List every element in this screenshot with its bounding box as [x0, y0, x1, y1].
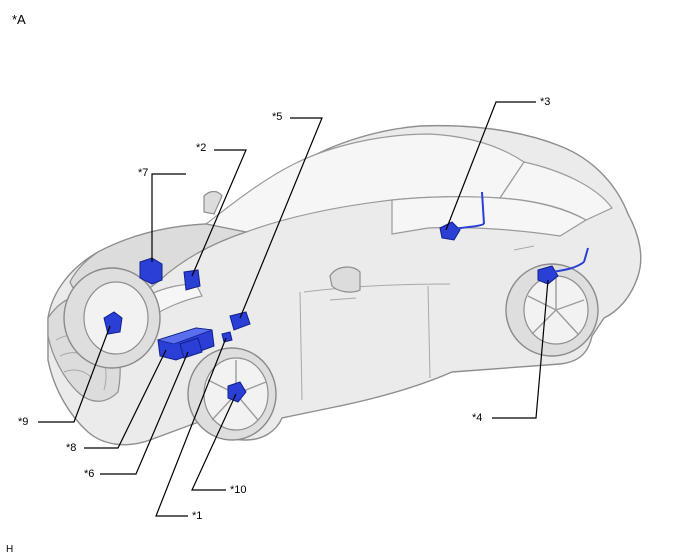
component-4 [537, 265, 559, 285]
callout-label-8: *8 [66, 442, 76, 454]
component-7 [139, 257, 163, 285]
callout-label-7: *7 [138, 167, 148, 179]
footer-mark: H [6, 544, 13, 555]
component-6 [179, 337, 203, 359]
callout-label-1: *1 [192, 510, 202, 522]
component-10 [227, 381, 247, 403]
leader-lines [38, 101, 549, 517]
door-lines [299, 283, 451, 401]
view-label: *A [12, 12, 26, 27]
component-1 [221, 331, 233, 343]
callout-label-3: *3 [540, 96, 550, 108]
callout-label-2: *2 [196, 142, 206, 154]
component-5 [229, 311, 251, 331]
car-illustration [47, 124, 642, 446]
side-mirror [329, 266, 361, 293]
callout-label-10: *10 [230, 484, 247, 496]
callout-label-5: *5 [272, 111, 282, 123]
side-window [391, 196, 588, 237]
callout-label-4: *4 [472, 412, 482, 424]
component-2 [183, 269, 201, 291]
component-3 [439, 221, 461, 241]
callout-label-9: *9 [18, 416, 28, 428]
rear-wheel [505, 263, 599, 357]
callout-label-6: *6 [84, 468, 94, 480]
highlighted-components [103, 191, 589, 403]
